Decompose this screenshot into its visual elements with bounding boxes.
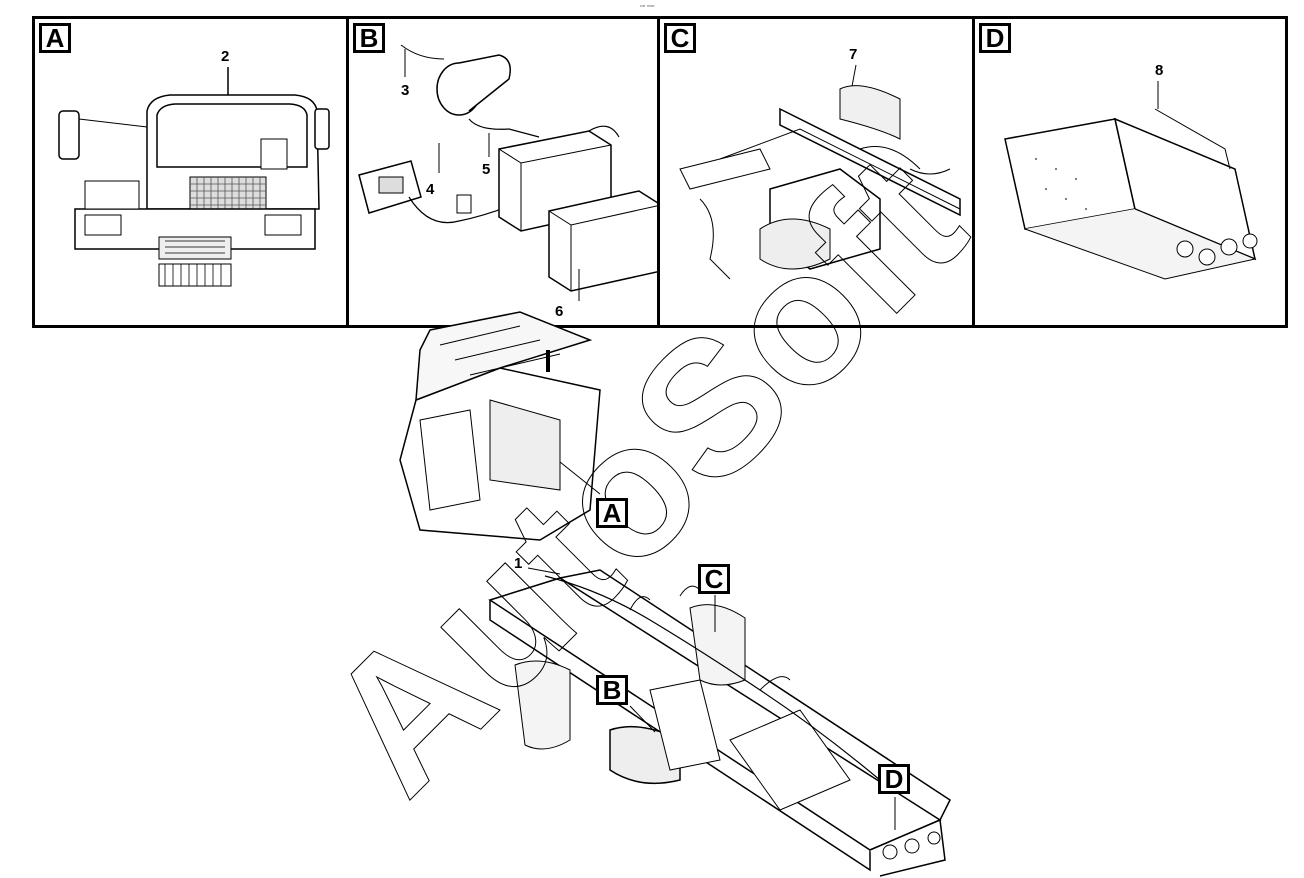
watermark-text: AutoSoft bbox=[286, 116, 1003, 833]
panel-b-battery-drawing bbox=[358, 44, 660, 301]
panel-c-callout-7: 7 bbox=[849, 46, 858, 63]
panel-c-letter: C bbox=[664, 23, 696, 53]
detail-panels-strip: A 2 bbox=[32, 16, 1288, 328]
panel-b-callout-4: 4 bbox=[426, 181, 435, 198]
main-label-c: C bbox=[698, 564, 730, 594]
main-label-b: B bbox=[596, 675, 628, 705]
main-callout-1: 1 bbox=[514, 555, 523, 572]
panel-a-cab-front-drawing bbox=[58, 67, 330, 287]
panel-b-letter: B bbox=[353, 23, 385, 53]
panel-a-callout-2: 2 bbox=[221, 48, 230, 65]
main-label-a: A bbox=[596, 498, 628, 528]
header-mark: ▫▫ ▫▫▫ bbox=[640, 3, 655, 10]
panel-c: C 7 bbox=[657, 19, 972, 325]
main-label-d: D bbox=[878, 764, 910, 794]
panel-d: D 8 bbox=[972, 19, 1285, 325]
panel-d-letter: D bbox=[979, 23, 1011, 53]
panel-b-callout-3: 3 bbox=[401, 82, 410, 99]
panel-b-callout-5: 5 bbox=[482, 161, 491, 178]
panel-a: A 2 bbox=[35, 19, 346, 325]
panel-c-frame-rail-drawing bbox=[679, 64, 961, 280]
panel-d-rear-crossmember-drawing bbox=[1004, 81, 1258, 280]
panel-a-letter: A bbox=[39, 23, 71, 53]
panel-b: B 3 4 5 6 bbox=[346, 19, 660, 325]
panel-d-callout-8: 8 bbox=[1155, 62, 1164, 79]
panel-b-callout-6: 6 bbox=[555, 303, 564, 320]
